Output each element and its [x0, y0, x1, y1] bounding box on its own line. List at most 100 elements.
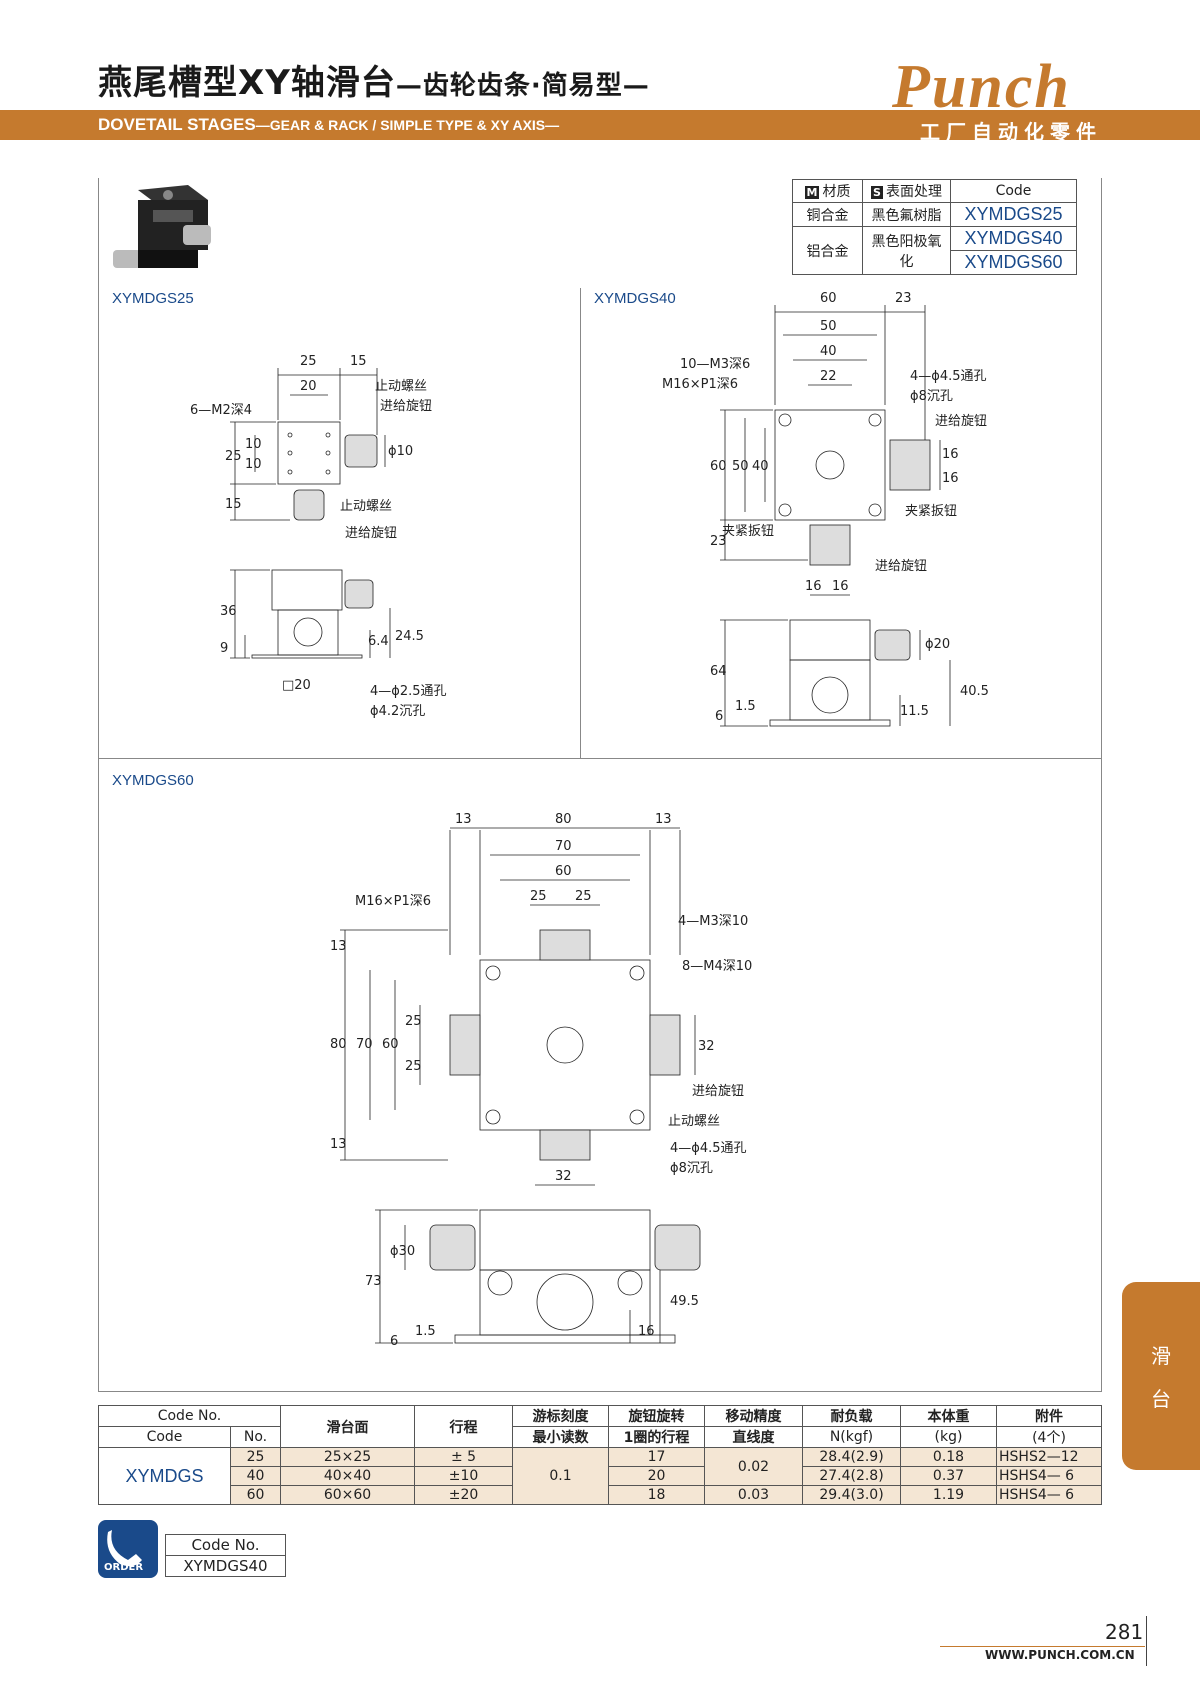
svg-text:40.5: 40.5 — [960, 684, 989, 699]
svg-text:13: 13 — [455, 812, 472, 827]
svg-text:6.4: 6.4 — [368, 634, 389, 649]
svg-text:25: 25 — [405, 1059, 422, 1074]
svg-text:15: 15 — [225, 497, 242, 512]
footer-divider — [1146, 1616, 1147, 1666]
footer-rule — [940, 1646, 1145, 1647]
knob-cell: 18 — [608, 1485, 705, 1505]
th-knob2: 1圈的行程 — [608, 1426, 705, 1448]
brand-logo: Punch — [892, 53, 1071, 121]
svg-text:1.5: 1.5 — [735, 699, 756, 714]
product-photo — [113, 185, 211, 268]
svg-text:25: 25 — [575, 889, 592, 904]
drawing-label-40: XYMDGS40 — [594, 290, 676, 307]
svg-text:ϕ8沉孔: ϕ8沉孔 — [910, 389, 953, 404]
svg-text:夹紧扳钮: 夹紧扳钮 — [905, 503, 957, 519]
surface-cell: 40×40 — [280, 1466, 415, 1486]
svg-text:13: 13 — [330, 1137, 347, 1152]
th-accessory: 附件 — [996, 1405, 1102, 1427]
load-cell: 29.4(3.0) — [802, 1485, 901, 1505]
order-code-header: Code No. — [165, 1534, 286, 1556]
table-row: XYMDGS 25 25×25 ± 5 0.1 17 0.02 28.4(2.9… — [98, 1447, 1102, 1505]
svg-text:25: 25 — [300, 354, 317, 369]
drawing-xymdgs40: 60 23 50 40 10—M3深6 M16×P1深6 22 4—ϕ4.5通孔… — [662, 291, 989, 727]
svg-text:80: 80 — [555, 812, 572, 827]
vernier-cell: 0.1 — [512, 1447, 609, 1505]
knob-cell: 20 — [608, 1466, 705, 1486]
accuracy-cell: 0.03 — [704, 1485, 803, 1505]
th-accessory2: (4个) — [996, 1426, 1102, 1448]
svg-text:进给旋钮: 进给旋钮 — [692, 1084, 744, 1099]
svg-text:16: 16 — [832, 579, 849, 594]
page-number: 281 — [1105, 1620, 1144, 1644]
product-table: Code No. 滑台面 行程 游标刻度 旋钮旋转 移动精度 耐负载 本体重 附… — [98, 1405, 1102, 1505]
svg-text:23: 23 — [710, 534, 727, 549]
svg-text:进给旋钮: 进给旋钮 — [875, 559, 927, 574]
table-row: 60 60×60 ±20 18 0.03 29.4(3.0) 1.19 HSHS… — [99, 1485, 1102, 1505]
drawing-frame — [98, 178, 1102, 1392]
page-title: 燕尾槽型XY轴滑台—齿轮齿条·简易型— — [98, 63, 650, 103]
section-tab[interactable]: 滑 台 — [1122, 1282, 1200, 1470]
svg-text:10—M3深6: 10—M3深6 — [680, 357, 750, 372]
stroke-cell: ±20 — [414, 1485, 513, 1505]
surface-cell: 25×25 — [280, 1447, 415, 1467]
svg-text:ϕ8沉孔: ϕ8沉孔 — [670, 1161, 713, 1176]
material-cell: 铝合金 — [792, 226, 863, 275]
svg-text:□20: □20 — [282, 678, 311, 693]
weight-cell: 0.37 — [900, 1466, 997, 1486]
svg-text:13: 13 — [330, 939, 347, 954]
svg-text:25: 25 — [405, 1014, 422, 1029]
svg-text:73: 73 — [365, 1274, 382, 1289]
no-cell: 25 — [230, 1447, 281, 1467]
order-icon-label: ORDER — [104, 1562, 144, 1573]
weight-cell: 0.18 — [900, 1447, 997, 1467]
material-cell: 铜合金 — [792, 202, 863, 227]
svg-text:60: 60 — [710, 459, 727, 474]
svg-text:止动螺丝: 止动螺丝 — [375, 379, 427, 394]
svg-text:49.5: 49.5 — [670, 1294, 699, 1309]
svg-text:15: 15 — [350, 354, 367, 369]
th-code: Code — [98, 1426, 231, 1448]
th-stroke: 行程 — [414, 1405, 513, 1448]
svg-text:ϕ20: ϕ20 — [925, 637, 950, 652]
svg-text:70: 70 — [356, 1037, 373, 1052]
stroke-cell: ± 5 — [414, 1447, 513, 1467]
th-vernier2: 最小读数 — [512, 1426, 609, 1448]
svg-text:22: 22 — [820, 369, 837, 384]
svg-text:25: 25 — [530, 889, 547, 904]
order-code-table: Code No. XYMDGS40 — [165, 1534, 286, 1577]
header-stripes — [840, 110, 1200, 140]
svg-text:10: 10 — [245, 457, 262, 472]
svg-text:8—M4深10: 8—M4深10 — [682, 959, 752, 974]
svg-text:25: 25 — [225, 449, 242, 464]
accessory-cell: HSHS4— 6 — [996, 1485, 1102, 1505]
svg-text:40: 40 — [752, 459, 769, 474]
drawing-label-25: XYMDGS25 — [112, 290, 194, 307]
svg-text:1.5: 1.5 — [415, 1324, 436, 1339]
svg-text:6—M2深4: 6—M2深4 — [190, 403, 252, 418]
svg-text:60: 60 — [382, 1037, 399, 1052]
svg-text:70: 70 — [555, 839, 572, 854]
surface-cell: 60×60 — [280, 1485, 415, 1505]
svg-text:进给旋钮: 进给旋钮 — [935, 414, 987, 429]
no-cell: 60 — [230, 1485, 281, 1505]
svg-text:16: 16 — [638, 1324, 655, 1339]
svg-text:11.5: 11.5 — [900, 704, 929, 719]
svg-text:32: 32 — [698, 1039, 715, 1054]
divider-horizontal — [98, 758, 1102, 759]
svg-text:23: 23 — [895, 291, 912, 306]
svg-text:80: 80 — [330, 1037, 347, 1052]
th-load: 耐负载 — [802, 1405, 901, 1427]
drawing-label-60: XYMDGS60 — [112, 772, 194, 789]
load-cell: 28.4(2.9) — [802, 1447, 901, 1467]
svg-text:60: 60 — [555, 864, 572, 879]
svg-text:16: 16 — [942, 447, 959, 462]
svg-text:64: 64 — [710, 664, 727, 679]
surface-cell: 黑色阳极氧化 — [862, 226, 951, 275]
phone-icon — [107, 1530, 142, 1567]
brand-tagline: 工厂自动化零件 — [920, 120, 1102, 144]
th-weight2: (kg) — [900, 1426, 997, 1448]
svg-text:9: 9 — [220, 641, 228, 656]
code-cell: XYMDGS40 — [950, 226, 1077, 251]
